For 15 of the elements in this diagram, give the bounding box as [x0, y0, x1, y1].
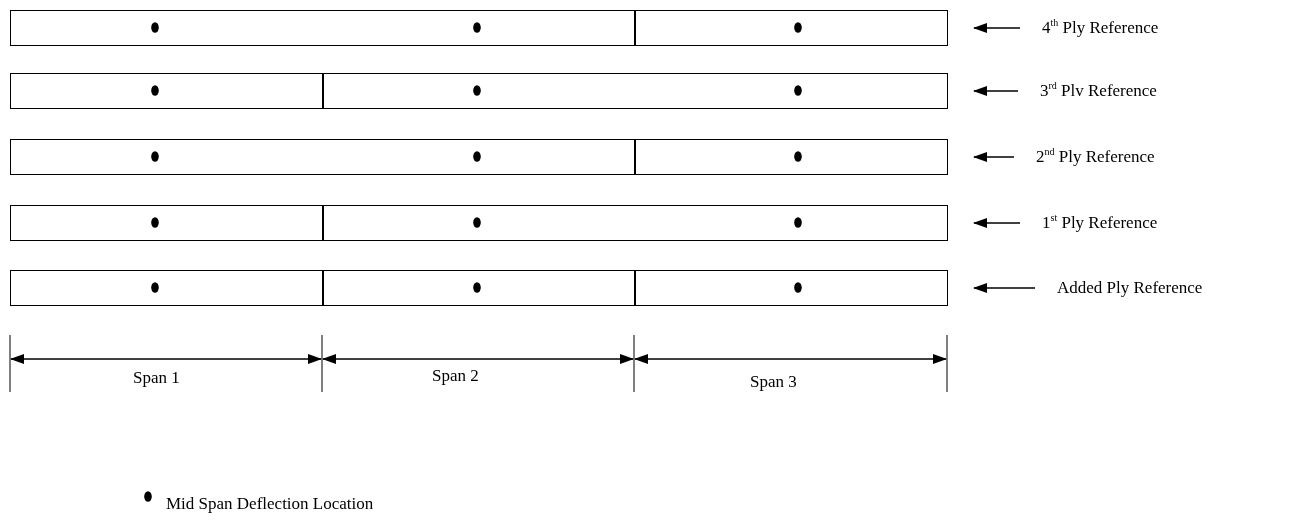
arrow	[973, 86, 1019, 96]
ply-reference-label: 1$^{st}$ Ply Reference	[1042, 213, 1158, 233]
ply-layer-box	[10, 73, 948, 109]
arrow	[973, 152, 1015, 162]
ply-layer-box	[10, 270, 948, 306]
arrow	[973, 23, 1021, 33]
ply-layer-box	[10, 139, 948, 175]
ply-reference-label: 2$^{nd}$ Ply Reference	[1036, 147, 1155, 167]
arrow	[973, 218, 1021, 228]
legend-text: Mid Span Deflection Location	[166, 494, 374, 514]
ply-layer-box	[10, 205, 948, 241]
arrow	[973, 283, 1036, 293]
ply-reference-label: Added Ply Reference	[1057, 278, 1203, 298]
ply-layer-box	[10, 10, 948, 46]
ply-reference-label: 4$^{th}$ Ply Reference	[1042, 18, 1159, 38]
